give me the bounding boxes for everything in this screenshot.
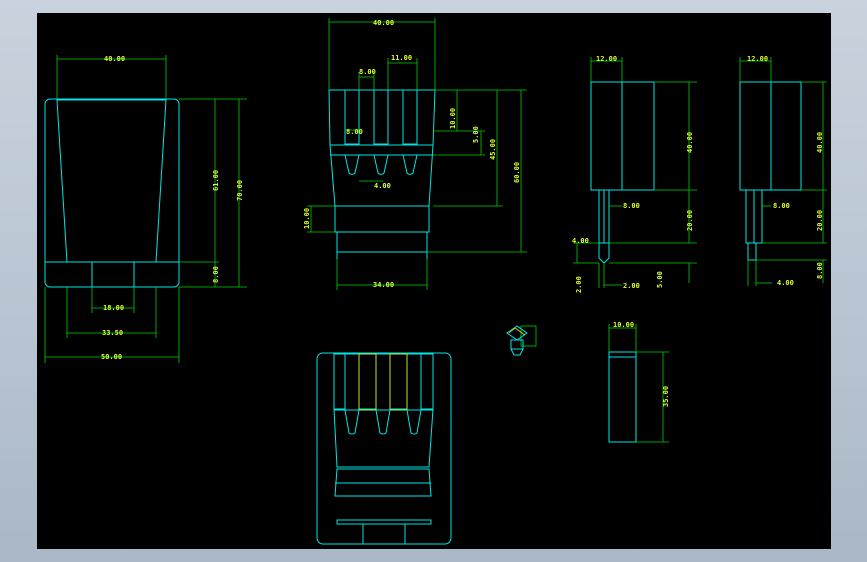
isometric-preview-icon [506, 325, 537, 356]
view-e-block: 10.00 35.00 [608, 321, 670, 443]
dim-c-tip-v: 5.00 [656, 271, 664, 288]
drawing-canvas[interactable]: 40.00 61.00 70.00 8.00 18.00 33.50 50.00 [37, 13, 831, 549]
dim-a-inner: 18.00 [103, 304, 124, 312]
dim-c-pin-w: 8.00 [623, 202, 640, 210]
dim-a-mid: 33.50 [102, 329, 123, 337]
dim-a-top: 40.00 [104, 55, 125, 63]
dim-d-tip-v: 8.00 [816, 262, 824, 279]
dim-e-top: 10.00 [613, 321, 634, 329]
dim-c-pin-h: 20.00 [686, 210, 694, 231]
view-f-section [316, 352, 452, 545]
dim-a-h2: 70.00 [236, 180, 244, 201]
dim-b-w1: 11.00 [391, 54, 412, 62]
dim-c-tip-h1: 2.00 [575, 276, 583, 293]
dim-b-w2: 8.00 [359, 68, 376, 76]
dim-a-total: 50.00 [101, 353, 122, 361]
dim-d-tip-w: 4.00 [777, 279, 794, 287]
dim-b-v3: 45.00 [489, 139, 497, 160]
dim-b-top: 40.00 [373, 19, 394, 27]
view-b-section: 40.00 11.00 8.00 10.00 5.00 45.00 60.00 … [303, 18, 527, 290]
dim-d-pin-w: 8.00 [773, 202, 790, 210]
dim-b-h2: 4.00 [374, 182, 391, 190]
dim-b-left: 10.00 [303, 208, 311, 229]
dim-c-top: 12.00 [596, 55, 617, 63]
dim-d-pin-h: 20.00 [816, 210, 824, 231]
dim-c-h1: 40.00 [686, 132, 694, 153]
dim-b-v4: 60.00 [513, 162, 521, 183]
dim-c-tip-h2: 2.00 [623, 282, 640, 290]
dim-d-top: 12.00 [747, 55, 768, 63]
view-d-pin: 12.00 40.00 8.00 20.00 4.00 8.00 [739, 55, 827, 287]
dim-e-height: 35.00 [662, 386, 670, 407]
dim-a-h1: 61.00 [212, 170, 220, 191]
cad-drawing: 40.00 61.00 70.00 8.00 18.00 33.50 50.00 [44, 18, 827, 545]
dim-b-bottom: 34.00 [373, 281, 394, 289]
view-c-pin: 12.00 40.00 8.00 20.00 4.00 2.00 2.00 5.… [572, 55, 697, 293]
dim-b-v1: 10.00 [449, 108, 457, 129]
dim-c-tip-w: 4.00 [572, 237, 589, 245]
dim-b-v2: 5.00 [472, 126, 480, 143]
dim-d-h1: 40.00 [816, 132, 824, 153]
view-a-cup: 40.00 61.00 70.00 8.00 18.00 33.50 50.00 [44, 55, 247, 363]
dim-a-bottom: 8.00 [212, 266, 220, 283]
dim-b-h1: 8.00 [346, 128, 363, 136]
